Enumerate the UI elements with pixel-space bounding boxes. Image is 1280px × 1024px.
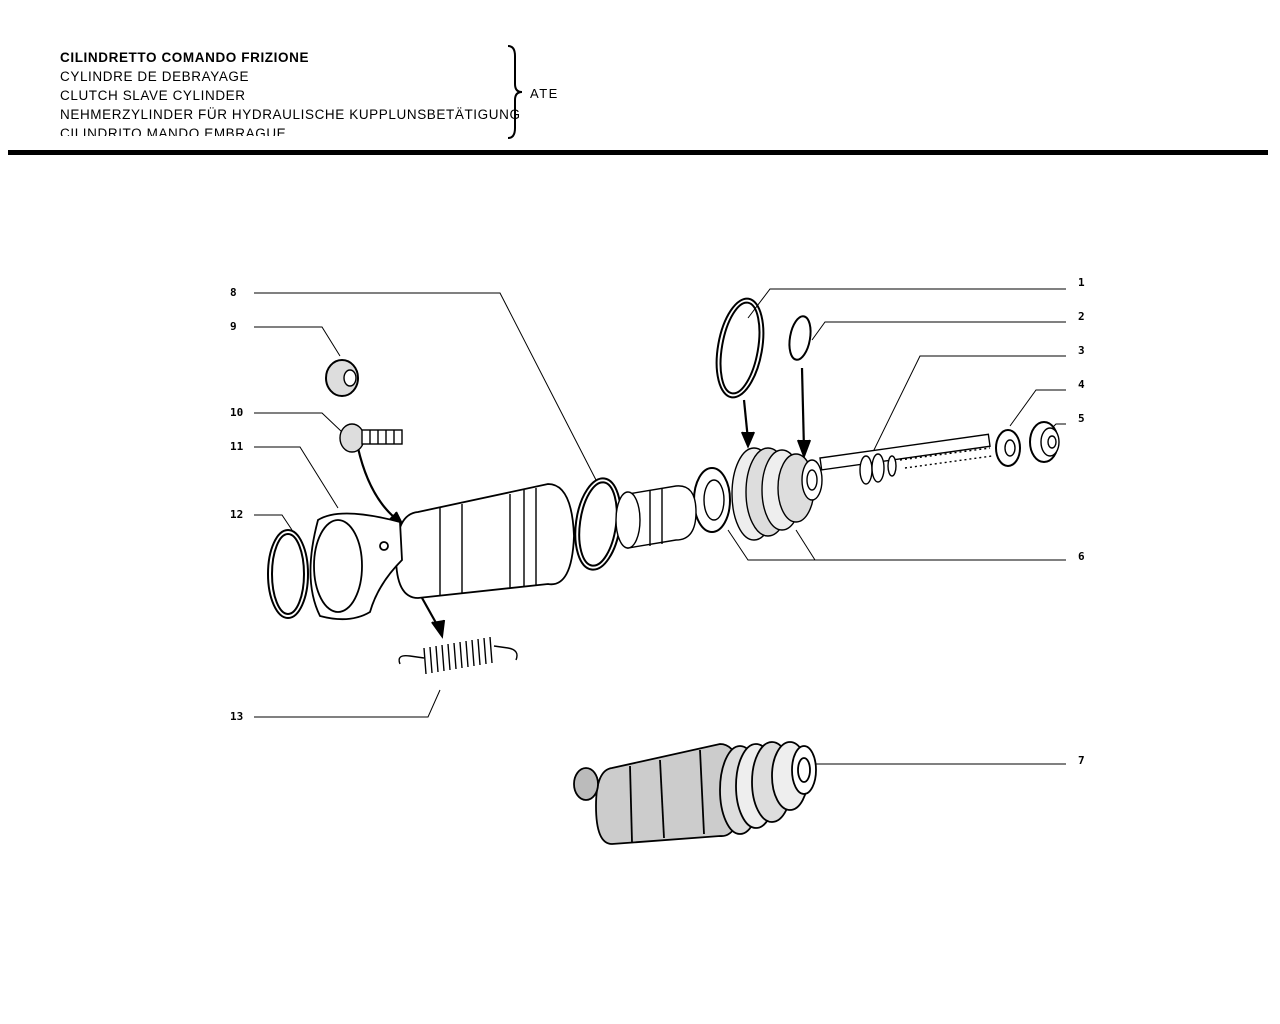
part-3-push-rod [819, 433, 993, 485]
callout-10: 10 [230, 406, 244, 419]
brace-icon [507, 45, 523, 139]
title-italian: CILINDRETTO COMANDO FRIZIONE [60, 50, 310, 65]
title-spanish: CILINDRITO MANDO EMBRAGUE [60, 126, 287, 136]
part-4-hex-nut [995, 429, 1021, 467]
header-rule [8, 150, 1268, 155]
cylinder-body [395, 483, 575, 599]
part-6-dust-boot [693, 447, 823, 541]
piston [615, 485, 697, 549]
title-block: CILINDRETTO COMANDO FRIZIONE CYLINDRE DE… [60, 48, 521, 136]
callout-2: 2 [1078, 310, 1085, 323]
callout-6: 6 [1078, 550, 1085, 563]
callout-9: 9 [230, 320, 237, 333]
title-french: CYLINDRE DE DEBRAYAGE [60, 69, 250, 84]
part-2-circlip [788, 315, 812, 361]
callout-13: 13 [230, 710, 244, 723]
callout-4: 4 [1078, 378, 1085, 391]
part-7-assembled-slave-cylinder [573, 741, 817, 845]
callout-12: 12 [230, 508, 244, 521]
title-english: CLUTCH SLAVE CYLINDER [60, 88, 246, 103]
leader-lines [254, 288, 1066, 765]
callout-5: 5 [1078, 412, 1085, 425]
title-german: NEHMERZYLINDER FÜR HYDRAULISCHE KUPPLUNS… [60, 107, 521, 122]
part-9-bleeder-cap [325, 359, 359, 397]
callout-1: 1 [1078, 276, 1085, 289]
callout-8: 8 [230, 286, 237, 299]
callout-7: 7 [1078, 754, 1085, 767]
callout-3: 3 [1078, 344, 1085, 357]
part-11-mounting-bracket [309, 512, 403, 621]
part-1-snap-ring [715, 297, 765, 399]
part-13-return-spring [398, 636, 518, 675]
part-5-lock-nut [1029, 421, 1060, 463]
part-10-bleeder-screw [339, 423, 403, 453]
part-12-clamp-ring [267, 529, 309, 619]
callout-11: 11 [230, 440, 244, 453]
manufacturer-label: ATE [530, 86, 559, 101]
